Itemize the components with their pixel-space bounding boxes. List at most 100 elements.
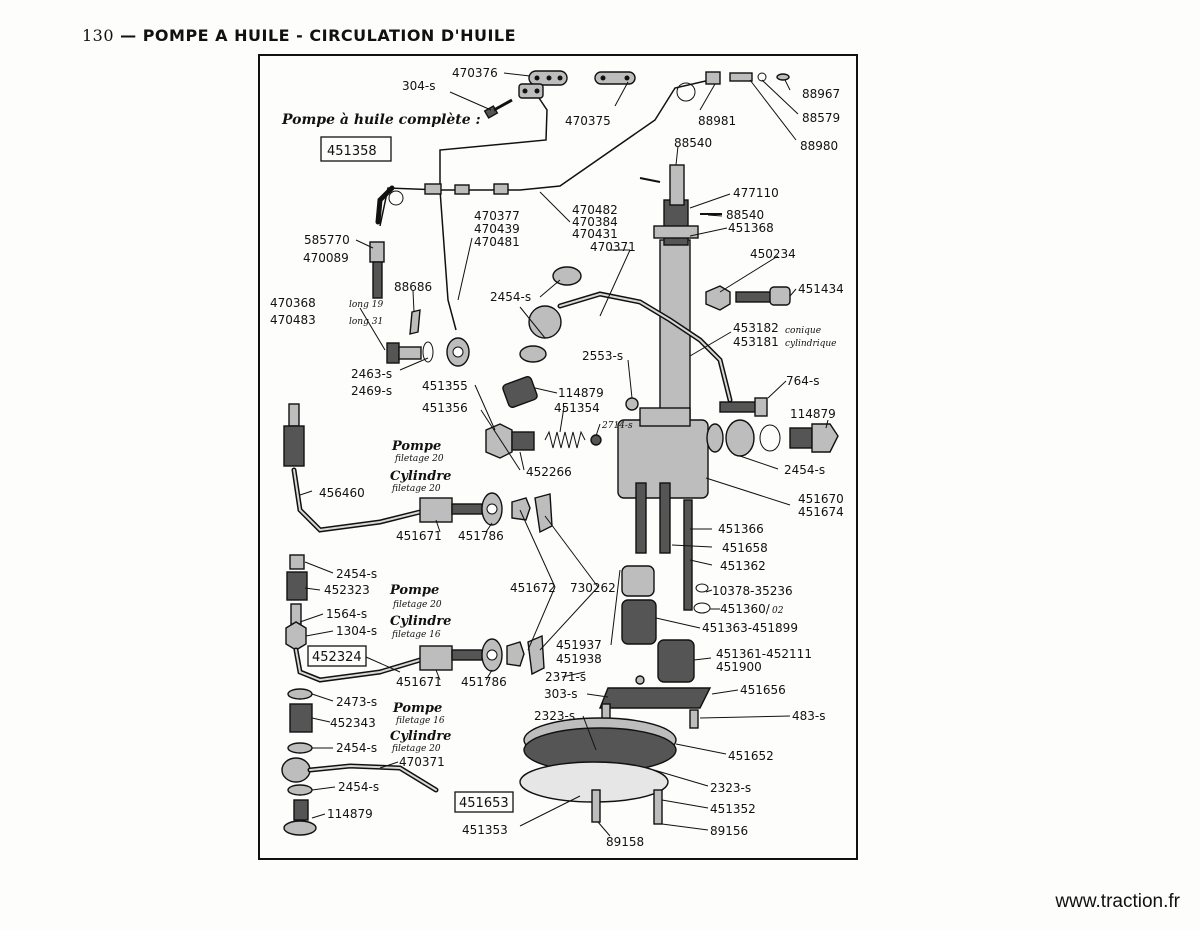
part-label: 2454-s [338, 780, 379, 794]
union-585770 [369, 241, 385, 299]
note-cylindre-2: Cylindre [390, 614, 451, 629]
part-label: 470431 [572, 227, 618, 241]
pump-gears [621, 565, 711, 683]
part-label: 451671 [396, 675, 442, 689]
part-label: 451786 [461, 675, 507, 689]
note-long31: long 31 [349, 317, 383, 327]
note-filetage-1b: filetage 20 [391, 484, 441, 494]
pump-body [617, 164, 722, 611]
part-label: 451366 [718, 522, 764, 536]
note-cylindre-3: Cylindre [390, 729, 451, 744]
page-number: 130 [82, 26, 115, 45]
flex-line-lower [285, 554, 545, 683]
part-label: 451653 [459, 796, 509, 811]
part-label: 451671 [396, 529, 442, 543]
part-label: 88540 [726, 208, 764, 222]
part-label: 451652 [728, 749, 774, 763]
part-label: 585770 [304, 233, 350, 247]
pipe-fittings [388, 183, 509, 206]
complete-pump-title: Pompe à huile complète : [281, 112, 481, 128]
flex-line-456460 [283, 403, 503, 533]
note-filetage-2b: filetage 16 [391, 630, 441, 640]
complete-pump-ref: 451358 [327, 144, 377, 159]
part-label: 764-s [786, 374, 820, 388]
part-label: 451434 [798, 282, 844, 296]
banjo-470481 [446, 337, 470, 367]
part-label: 451354 [554, 401, 600, 415]
part-label: 470376 [452, 66, 498, 80]
part-label: 451656 [740, 683, 786, 697]
part-label: 470384 [572, 215, 618, 229]
part-label: 452324 [312, 650, 362, 665]
part-label: 2323-s [534, 709, 575, 723]
part-label: 88981 [698, 114, 736, 128]
clip-88686 [409, 309, 421, 335]
note-filetage-3b: filetage 20 [391, 744, 441, 754]
pipe-470371-upper [502, 266, 733, 408]
part-label: 451900 [716, 660, 762, 674]
note-filetage-3a: filetage 16 [395, 716, 445, 726]
bracket-arm [518, 83, 544, 99]
part-label: 456460 [319, 486, 365, 500]
part-label: 453181 [733, 335, 779, 349]
part-label: 451786 [458, 529, 504, 543]
ref-451653-box [454, 791, 514, 813]
part-label: 470439 [474, 222, 520, 236]
part-label: 2454-s [784, 463, 825, 477]
part-label: 451355 [422, 379, 468, 393]
part-label: 470371 [590, 240, 636, 254]
page-header: 130 — POMPE A HUILE - CIRCULATION D'HUIL… [82, 26, 516, 45]
part-label: 2469-s [351, 384, 392, 398]
part-label: 2454-s [490, 290, 531, 304]
part-label: 451938 [556, 652, 602, 666]
note-conique: conique [785, 326, 821, 336]
part-label: 02 [772, 606, 784, 616]
union-stack-bottom-left [281, 688, 439, 836]
note-filetage-2a: filetage 20 [392, 600, 442, 610]
part-label: 470377 [474, 209, 520, 223]
part-labels: 470376 304-s 470375 88981 88967 88579 88… [270, 66, 844, 849]
part-label: 470089 [303, 251, 349, 265]
bracket-470375 [594, 71, 636, 85]
strainer-451652 [519, 717, 677, 825]
cable-end-fittings [705, 71, 790, 85]
ref-452324-box [307, 645, 367, 667]
part-label: 451658 [722, 541, 768, 555]
part-label: 477110 [733, 186, 779, 200]
part-label: 451362 [720, 559, 766, 573]
part-label: 451670 [798, 492, 844, 506]
bracket-470376 [528, 70, 568, 86]
part-label: 88967 [802, 87, 840, 101]
part-label: 470368 [270, 296, 316, 310]
part-label: 452343 [330, 716, 376, 730]
relief-valve [485, 397, 639, 459]
part-label: 303-s [544, 687, 578, 701]
note-long19: long 19 [349, 300, 383, 310]
note-cylindrique: cylindrique [785, 339, 837, 349]
bolt-470368 [386, 341, 434, 364]
part-label: 451356 [422, 401, 468, 415]
part-label: 452323 [324, 583, 370, 597]
part-label: 88579 [802, 111, 840, 125]
part-label: 470375 [565, 114, 611, 128]
note-filetage-1a: filetage 20 [394, 454, 444, 464]
part-label: 88540 [674, 136, 712, 150]
part-label: 451361-452111 [716, 647, 812, 661]
part-label: 450234 [750, 247, 796, 261]
complete-pump-ref-box [320, 136, 392, 162]
part-label: 451363-451899 [702, 621, 798, 635]
part-label: 470483 [270, 313, 316, 327]
part-label: 1564-s [326, 607, 367, 621]
part-label: 10378-35236 [712, 584, 793, 598]
part-label: 2463-s [351, 367, 392, 381]
part-label: 2553-s [582, 349, 623, 363]
part-label: 2371-s [545, 670, 586, 684]
page-title: — POMPE A HUILE - CIRCULATION D'HUILE [120, 26, 517, 45]
part-label: 451672 [510, 581, 556, 595]
part-label: 2473-s [336, 695, 377, 709]
diagram-frame [258, 54, 858, 860]
part-label: 88980 [800, 139, 838, 153]
part-label: 114879 [558, 386, 604, 400]
website-credit: www.traction.fr [1055, 891, 1180, 912]
